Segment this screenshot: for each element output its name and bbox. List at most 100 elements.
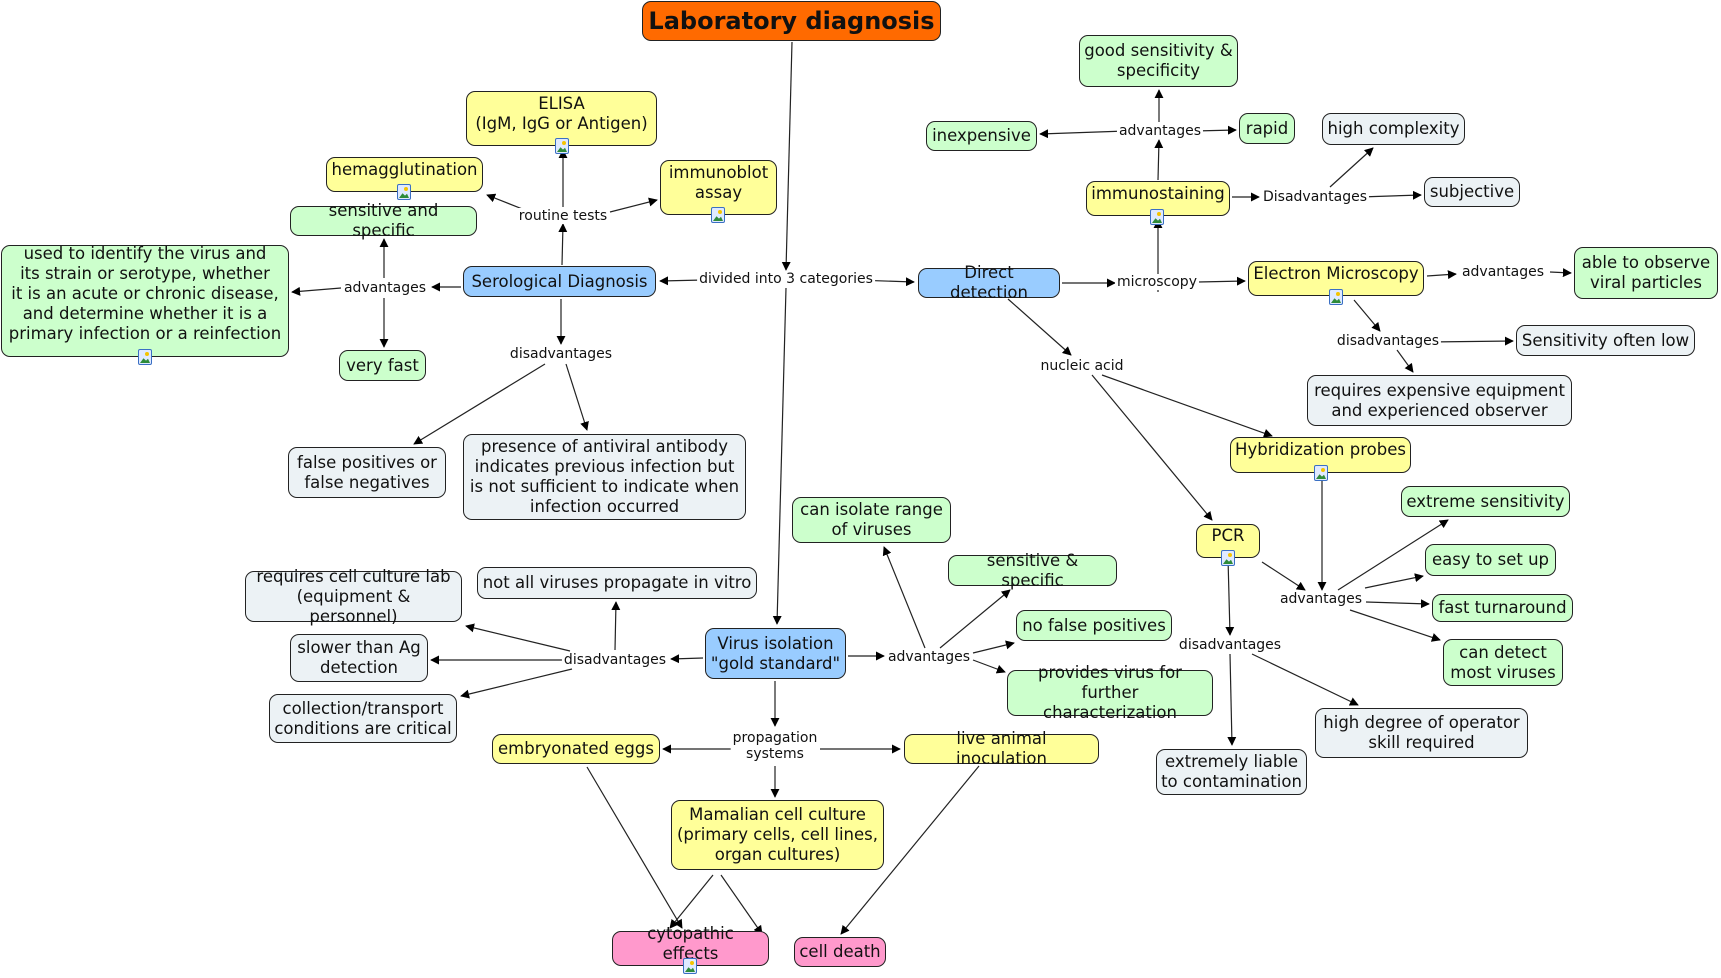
image-attachment-icon[interactable] [683, 958, 697, 974]
connector-arrow [460, 668, 573, 699]
node-electron-microscopy[interactable]: Electron Microscopy [1248, 261, 1424, 296]
node-immunoblot-assay[interactable]: immunoblot assay [660, 160, 777, 215]
connector-arrow [565, 363, 589, 431]
connector-arrow [1039, 129, 1127, 139]
link-label-routine-tests: routine tests [516, 208, 610, 224]
image-attachment-icon[interactable] [555, 138, 569, 154]
connector-arrow [1261, 561, 1306, 591]
connector-arrow [772, 287, 787, 625]
node-high-complexity[interactable]: high complexity [1322, 113, 1465, 145]
node-direct-detection[interactable]: Direct detection [918, 263, 1060, 302]
node-serological-diagnosis[interactable]: Serological Diagnosis [463, 266, 656, 297]
link-label-em-advantages: advantages [1459, 264, 1547, 280]
node-inexpensive[interactable]: inexpensive [926, 121, 1037, 151]
connector-arrow [611, 601, 621, 651]
connector-arrow [1007, 298, 1072, 356]
node-extremely-liable[interactable]: extremely liable to contamination [1156, 749, 1307, 795]
link-label-pcr-disadvantages: disadvantages [1176, 637, 1284, 653]
link-label-serological-advantages: advantages [341, 280, 429, 296]
link-label-nucleic-advantages: advantages [1277, 591, 1365, 607]
node-virus-isolation[interactable]: Virus isolation "gold standard" [705, 628, 846, 679]
node-can-isolate-range[interactable]: can isolate range of viruses [792, 497, 951, 543]
link-label-microscopy: microscopy [1115, 274, 1199, 290]
image-attachment-icon[interactable] [1329, 289, 1343, 305]
node-good-sensitivity[interactable]: good sensitivity & specificity [1079, 35, 1238, 87]
node-sensitivity-often-low[interactable]: Sensitivity often low [1516, 325, 1695, 356]
connector-arrow [1364, 573, 1424, 589]
connector-arrow [558, 223, 568, 266]
link-label-vi-disadvantages: disadvantages [561, 652, 669, 668]
connector-arrow [1154, 139, 1164, 181]
connector-arrow [882, 546, 926, 649]
node-provides-virus[interactable]: provides virus for further characterizat… [1007, 663, 1213, 722]
node-embryonated-eggs[interactable]: embryonated eggs [492, 734, 660, 764]
connector-arrow [586, 766, 683, 929]
node-live-animal-inoculation[interactable]: live animal inoculation [904, 729, 1099, 768]
connector-arrow [670, 654, 704, 664]
link-label-em-disadvantages: disadvantages [1334, 333, 1442, 349]
image-attachment-icon[interactable] [1221, 550, 1235, 566]
node-requires-cell-culture-lab[interactable]: requires cell culture lab (equipment & p… [245, 567, 462, 626]
link-label-divided-into-3-categories: divided into 3 categories [697, 271, 875, 287]
connector-arrow [1329, 147, 1374, 188]
image-attachment-icon[interactable] [397, 184, 411, 200]
connector-arrow [972, 659, 1006, 674]
node-sensitive-and-specific[interactable]: sensitive and specific [290, 201, 477, 240]
connector-arrow [1091, 374, 1213, 521]
connector-arrow [1427, 336, 1514, 346]
link-label-immunostaining-advantages: advantages [1116, 123, 1204, 139]
connector-arrow [465, 623, 571, 652]
node-false-positives[interactable]: false positives or false negatives [288, 447, 446, 498]
connector-arrow [939, 589, 1011, 649]
image-attachment-icon[interactable] [1150, 209, 1164, 225]
node-elisa[interactable]: ELISA (IgM, IgG or Antigen) [466, 91, 657, 146]
node-can-detect-most-viruses[interactable]: can detect most viruses [1443, 639, 1563, 686]
image-attachment-icon[interactable] [138, 349, 152, 365]
link-label-serological-disadvantages: disadvantages [507, 346, 615, 362]
connector-arrow [1101, 374, 1273, 438]
connector-arrow [1365, 599, 1430, 609]
node-vi-sensitive-specific[interactable]: sensitive & specific [948, 551, 1117, 590]
connector-arrow [413, 363, 546, 445]
image-attachment-icon[interactable] [711, 207, 725, 223]
node-hybridization-probes[interactable]: Hybridization probes [1230, 437, 1411, 473]
node-cytopathic-effects[interactable]: cytopathic effects [612, 924, 769, 966]
connector-arrow [1337, 519, 1449, 591]
node-slower-than-ag[interactable]: slower than Ag detection [290, 634, 428, 682]
connector-arrow [291, 286, 342, 296]
node-very-fast[interactable]: very fast [339, 350, 426, 381]
node-high-degree-operator-skill[interactable]: high degree of operator skill required [1315, 708, 1528, 758]
connector-arrow [1251, 653, 1359, 706]
node-subjective[interactable]: subjective [1424, 177, 1520, 207]
connector-arrow [669, 874, 714, 929]
connector-arrow [1349, 609, 1441, 642]
connector-arrow [609, 197, 658, 213]
connector-arrow [1227, 653, 1237, 746]
connector-arrow [840, 765, 980, 935]
connector-arrow [781, 41, 793, 271]
node-collection-transport[interactable]: collection/transport conditions are crit… [269, 694, 457, 743]
node-extreme-sensitivity[interactable]: extreme sensitivity [1401, 486, 1570, 517]
node-rapid[interactable]: rapid [1239, 113, 1295, 144]
node-no-false-positives[interactable]: no false positives [1016, 610, 1172, 641]
node-requires-expensive-equipment[interactable]: requires expensive equipment and experie… [1307, 375, 1572, 426]
connector-arrow [720, 874, 763, 935]
node-fast-turnaround[interactable]: fast turnaround [1432, 594, 1573, 622]
node-not-all-viruses[interactable]: not all viruses propagate in vitro [477, 567, 757, 599]
image-attachment-icon[interactable] [1314, 465, 1328, 481]
connector-arrow [1197, 276, 1246, 286]
link-label-vi-advantages: advantages [885, 649, 973, 665]
link-label-immunostaining-disadvantages: Disadvantages [1260, 189, 1370, 205]
node-easy-to-set-up[interactable]: easy to set up [1425, 544, 1556, 576]
node-cell-death[interactable]: cell death [794, 937, 886, 967]
link-label-propagation-systems: propagation systems [730, 730, 820, 762]
node-mamalian-cell-culture[interactable]: Mamalian cell culture (primary cells, ce… [671, 800, 884, 870]
connector-arrow [1359, 190, 1422, 200]
node-able-to-observe[interactable]: able to observe viral particles [1574, 247, 1718, 299]
connector-arrow [1426, 270, 1457, 280]
node-used-to-identify[interactable]: used to identify the virus and its strai… [1, 244, 289, 357]
connector-arrow [972, 640, 1015, 654]
root-node-laboratory-diagnosis[interactable]: Laboratory diagnosis [642, 1, 941, 41]
node-presence-antiviral-antibody[interactable]: presence of antiviral antibody indicates… [463, 434, 746, 520]
